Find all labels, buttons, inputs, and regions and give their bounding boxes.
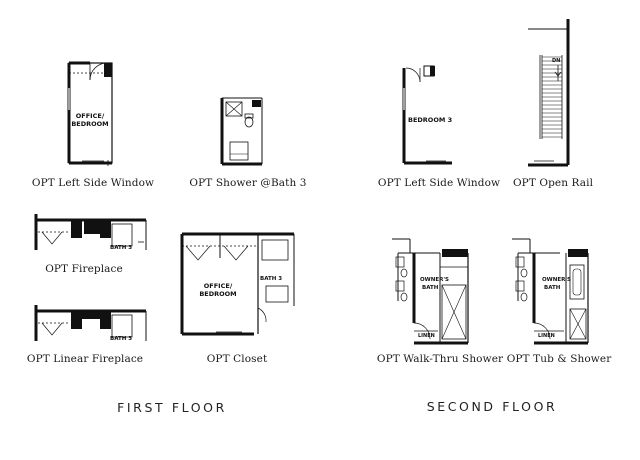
plan-bedroom3-left-window: BEDROOM 3 [402, 65, 452, 165]
room-label-bath3: BATH 3 [110, 245, 132, 251]
caption-opt-open-rail: OPT Open Rail [512, 177, 594, 189]
caption-opt-tub-shower: OPT Tub & Shower [506, 353, 612, 365]
stair-direction-dn: DN [552, 58, 560, 64]
plan-tub-shower: OWNER'S BATH LINEN [512, 238, 589, 345]
plan-linear-fireplace: BATH 3 [34, 305, 147, 342]
first-floor-heading: FIRST FLOOR [117, 400, 227, 415]
room-label-linen: LINEN [418, 333, 435, 339]
room-label-owners-bath: BATH [422, 285, 439, 291]
caption-opt-closet: OPT Closet [206, 353, 268, 365]
room-label-owners-bath: BATH [544, 285, 561, 291]
plan-fireplace: BATH 3 [34, 214, 147, 251]
room-label-office: OFFICE/ [204, 282, 233, 290]
plan-walk-thru-shower: OWNER'S BATH LINEN [392, 238, 469, 345]
plan-office-left-window: OFFICE/ BEDROOM [67, 61, 113, 166]
room-label-linen: LINEN [538, 333, 555, 339]
room-label-office: OFFICE/ [76, 112, 105, 120]
room-label-bath3: BATH 3 [260, 276, 282, 282]
room-label-bedroom: BEDROOM [199, 290, 236, 298]
room-label-bedroom: BEDROOM [71, 120, 108, 128]
plan-shower-bath3 [220, 97, 263, 166]
room-label-bedroom3: BEDROOM 3 [408, 116, 452, 124]
caption-opt-left-side-window: OPT Left Side Window [31, 177, 155, 189]
caption-opt-fireplace: OPT Fireplace [45, 263, 123, 275]
caption-opt-linear-fireplace: OPT Linear Fireplace [26, 353, 144, 365]
plan-closet: BATH 3 OFFICE/ BEDROOM [180, 232, 295, 336]
caption-opt-left-side-window-2: OPT Left Side Window [377, 177, 501, 189]
room-label-owners: OWNER'S [420, 277, 449, 283]
caption-opt-shower-bath3: OPT Shower @Bath 3 [189, 177, 307, 189]
room-label-owners: OWNER'S [542, 277, 571, 283]
plan-open-rail: DN [528, 19, 570, 167]
room-label-bath3: BATH 3 [110, 336, 132, 342]
second-floor-heading: SECOND FLOOR [426, 399, 558, 414]
caption-opt-walk-thru-shower: OPT Walk-Thru Shower [376, 353, 504, 365]
